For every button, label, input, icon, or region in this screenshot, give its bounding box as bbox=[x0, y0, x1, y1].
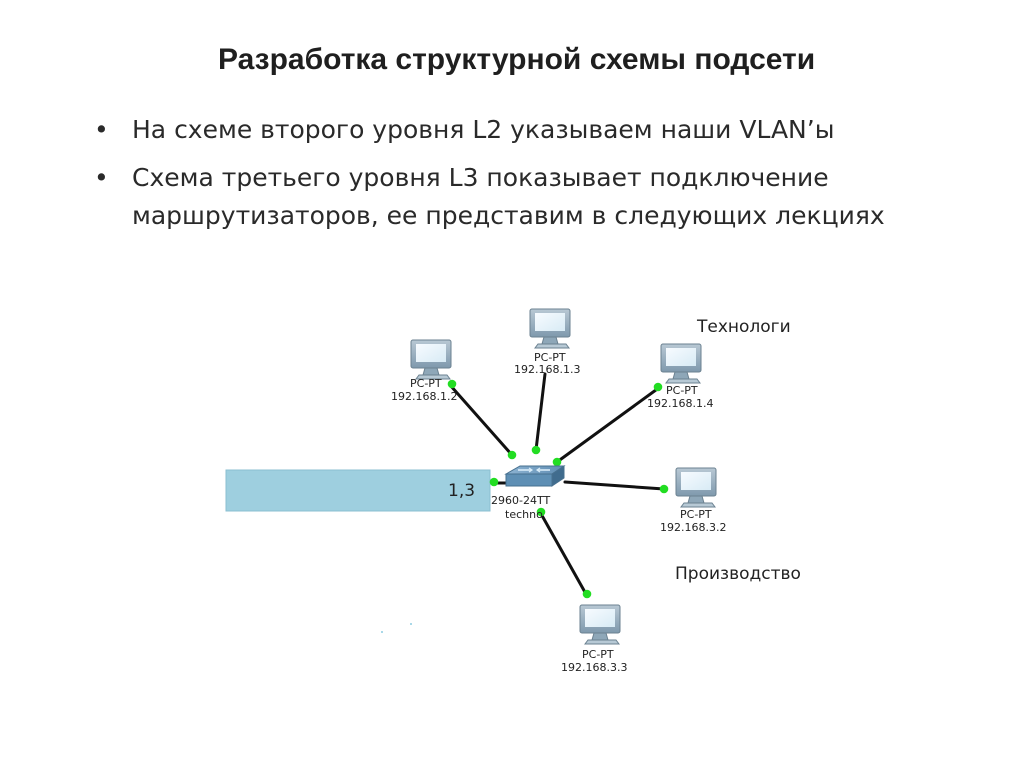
pc-name: PC-PT bbox=[666, 384, 698, 397]
desktop-pc-icon bbox=[591, 632, 609, 641]
pc-ip: 192.168.1.4 bbox=[647, 397, 713, 410]
pc-ip: 192.168.1.3 bbox=[514, 363, 580, 376]
pc-node[interactable]: PC-PT 192.168.1.3 bbox=[514, 308, 580, 376]
pc-name: PC-PT bbox=[582, 648, 614, 661]
switch-name: techno bbox=[505, 508, 543, 521]
desktop-pc-icon bbox=[585, 609, 615, 627]
decorative-dots bbox=[381, 623, 412, 633]
desktop-pc-icon bbox=[665, 378, 701, 384]
pc-node[interactable]: PC-PT 192.168.3.3 bbox=[561, 604, 627, 674]
port-indicator bbox=[582, 589, 592, 599]
desktop-pc-icon bbox=[584, 639, 620, 645]
port-indicator bbox=[552, 457, 562, 467]
port-indicator bbox=[531, 445, 541, 455]
pc-name: PC-PT bbox=[410, 377, 442, 390]
decorative-dot bbox=[410, 623, 412, 625]
switch-icon bbox=[551, 465, 565, 487]
desktop-pc-icon bbox=[680, 502, 716, 508]
pc-ip: 192.168.3.2 bbox=[660, 521, 726, 534]
network-link bbox=[534, 372, 547, 452]
port-indicator bbox=[489, 477, 499, 487]
bullet-item: • На схеме второго уровня L2 указываем н… bbox=[94, 111, 964, 149]
switch-model: 2960-24TT bbox=[491, 494, 550, 507]
network-link bbox=[538, 510, 588, 596]
port-indicator bbox=[447, 379, 457, 389]
desktop-pc-icon bbox=[672, 371, 690, 380]
pc-node[interactable]: PC-PT 192.168.3.2 bbox=[660, 467, 726, 534]
highlight-box-group: 1,3 bbox=[225, 469, 491, 512]
desktop-pc-icon bbox=[666, 348, 696, 366]
desktop-pc-icon bbox=[422, 367, 440, 376]
port-indicator bbox=[536, 507, 546, 517]
desktop-pc-icon bbox=[541, 336, 559, 345]
highlight-box-label: 1,3 bbox=[448, 481, 475, 501]
desktop-pc-icon bbox=[415, 374, 451, 380]
desktop-pc-icon bbox=[681, 472, 711, 490]
bullet-marker: • bbox=[94, 163, 109, 192]
network-link bbox=[448, 383, 514, 457]
port-indicators bbox=[447, 379, 669, 599]
port-indicator bbox=[507, 450, 517, 460]
desktop-pc-icon bbox=[534, 343, 570, 349]
decorative-dot bbox=[381, 631, 383, 633]
switch-icon bbox=[528, 467, 534, 473]
bullet-item: • Схема третьего уровня L3 показывает по… bbox=[94, 159, 964, 235]
pc-name: PC-PT bbox=[680, 508, 712, 521]
pc-node[interactable]: PC-PT 192.168.1.2 bbox=[391, 339, 457, 403]
bullet-marker: • bbox=[94, 115, 109, 144]
pc-node[interactable]: PC-PT 192.168.1.4 bbox=[647, 343, 713, 410]
bullet-text: На схеме второго уровня L2 указываем наш… bbox=[132, 115, 835, 144]
switch-icon bbox=[505, 473, 553, 487]
slide-title: Разработка структурной схемы подсети bbox=[218, 43, 816, 76]
pc-ip: 192.168.1.2 bbox=[391, 390, 457, 403]
bullet-text: Схема третьего уровня L3 показывает подк… bbox=[132, 163, 885, 230]
bullet-list: • На схеме второго уровня L2 указываем н… bbox=[94, 111, 964, 245]
highlight-box bbox=[225, 469, 491, 512]
port-indicator bbox=[653, 382, 663, 392]
switch-icon bbox=[535, 467, 541, 473]
desktop-pc-icon bbox=[535, 313, 565, 331]
desktop-pc-icon bbox=[687, 495, 705, 504]
network-link bbox=[555, 385, 662, 464]
port-indicator bbox=[659, 484, 669, 494]
desktop-pc-icon bbox=[416, 344, 446, 362]
group-label-production: Производство bbox=[675, 564, 801, 584]
switch-node[interactable]: 2960-24TT techno bbox=[491, 465, 566, 521]
group-label-technologists: Технологи bbox=[696, 317, 791, 337]
pc-ip: 192.168.3.3 bbox=[561, 661, 627, 674]
pc-name: PC-PT bbox=[534, 351, 566, 364]
network-link bbox=[563, 480, 666, 491]
